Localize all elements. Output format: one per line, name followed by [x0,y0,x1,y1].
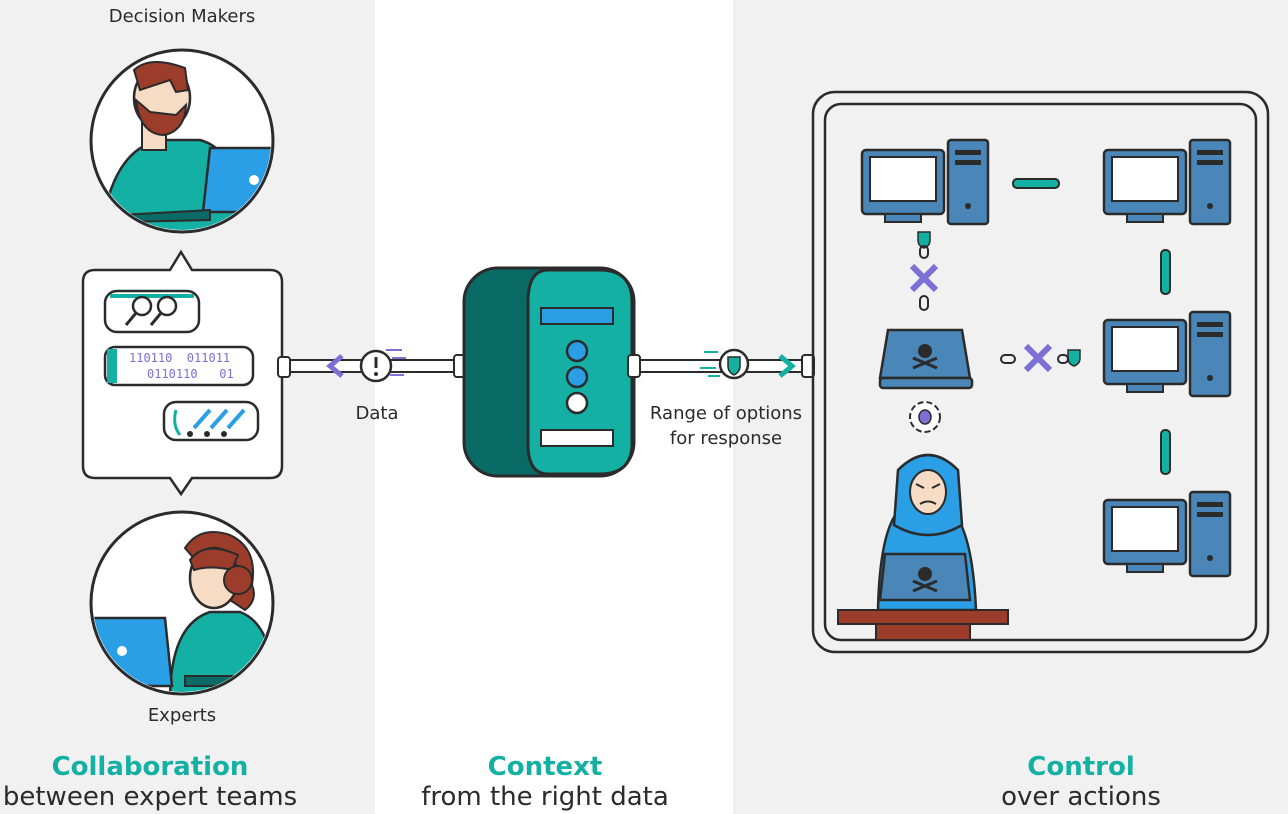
decision-maker-avatar [89,48,275,234]
experts-label: Experts [147,705,217,726]
blocked-link-horizontal [1000,343,1081,373]
central-server [462,266,636,478]
discussion-bubble [81,249,284,497]
response-connector [627,348,815,380]
control-subtitle: over actions [1001,782,1161,812]
workstation-bottom-right [1102,490,1232,578]
workstation-mid-right [1102,310,1232,398]
workstation-top-right [1102,138,1232,226]
hacker-figure [837,453,1009,641]
context-heading: Context [487,752,603,782]
malware-bug-icon [909,401,941,433]
compromised-laptop [878,328,974,390]
data-connector [277,349,467,383]
binary-line-1: 110110 011011 [129,351,231,365]
range-label-line2: for response [669,428,783,449]
expert-avatar [89,510,275,696]
data-label: Data [355,403,399,424]
decision-makers-label: Decision Makers [108,6,256,27]
collaboration-subtitle: between expert teams [2,782,298,812]
control-heading: Control [1027,752,1135,782]
network-frame [811,90,1270,654]
blocked-link-vertical [909,231,939,311]
binary-line-2: 0110110 01 [147,367,234,381]
range-label-line1: Range of options [649,403,803,424]
collaboration-heading: Collaboration [51,752,249,782]
workstation-top-left [860,138,990,226]
network-links [1012,178,1171,475]
context-subtitle: from the right data [421,782,669,812]
